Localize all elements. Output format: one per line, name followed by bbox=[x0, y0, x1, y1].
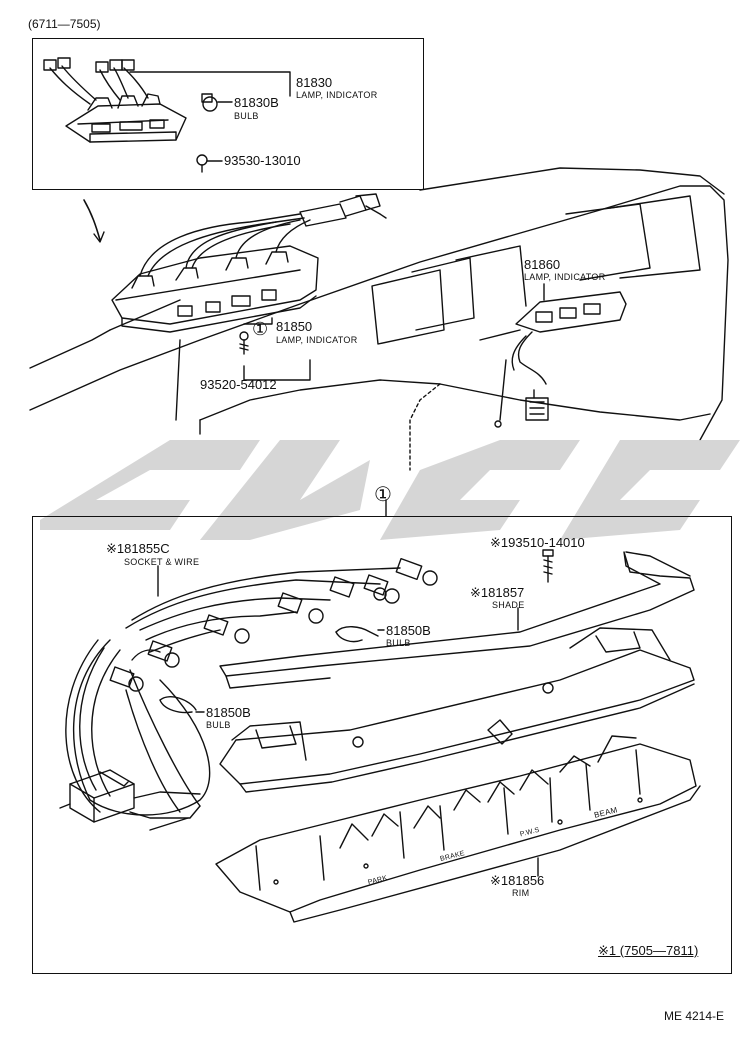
bottom-screw bbox=[542, 549, 554, 583]
part-81850b-2-number: 81850B bbox=[206, 705, 251, 720]
part-81857-name: SHADE bbox=[492, 600, 525, 610]
shade-81857 bbox=[219, 551, 695, 689]
part-81850b-1-number: 81850B bbox=[386, 623, 431, 638]
socket-wire-harness bbox=[59, 557, 438, 831]
part-81850-marker: ① bbox=[252, 319, 269, 339]
inset-bulb bbox=[201, 93, 218, 112]
part-93530-number: 93530-13010 bbox=[224, 153, 301, 168]
part-81850-name: LAMP, INDICATOR bbox=[276, 335, 358, 345]
part-81830b-number: 81830B bbox=[234, 95, 279, 110]
applicability-note: ※1 (7505—7811) bbox=[598, 943, 699, 958]
part-81856-name: RIM bbox=[512, 888, 530, 898]
rim-81856 bbox=[215, 735, 701, 923]
part-81830-name: LAMP, INDICATOR bbox=[296, 90, 378, 100]
part-81850-number: 81850 bbox=[276, 319, 313, 334]
dash-callout: ① bbox=[374, 484, 392, 506]
part-81830-number: 81830 bbox=[296, 75, 333, 90]
dashboard-outline bbox=[29, 167, 729, 471]
watermark-logo bbox=[40, 440, 740, 540]
dash-screw bbox=[239, 331, 311, 381]
part-81857-number: ※181857 bbox=[470, 585, 525, 600]
part-81855c-number: ※181855C bbox=[106, 541, 170, 556]
part-93520-number: 93520-54012 bbox=[200, 377, 277, 392]
part-93510-number: ※193510-14010 bbox=[490, 535, 585, 550]
housing bbox=[219, 627, 695, 793]
part-81850b-1-name: BULB bbox=[386, 638, 411, 648]
part-81860-name: LAMP, INDICATOR bbox=[524, 272, 606, 282]
diagram-code: ME 4214-E bbox=[664, 1009, 725, 1023]
part-81830b-name: BULB bbox=[234, 111, 259, 121]
dash-lamp-81850 bbox=[111, 193, 387, 333]
inset-screw bbox=[196, 154, 208, 173]
part-81856-number: ※181856 bbox=[490, 873, 545, 888]
inset-lamp-assembly bbox=[43, 57, 187, 143]
dash-lamp-81860 bbox=[494, 283, 627, 428]
part-81855c-name: SOCKET & WIRE bbox=[124, 557, 200, 567]
part-81860-number: 81860 bbox=[524, 257, 561, 272]
part-81850b-2-name: BULB bbox=[206, 720, 231, 730]
detail-box bbox=[32, 516, 732, 974]
bottom-bulb-1 bbox=[335, 626, 379, 643]
inset-box bbox=[32, 38, 424, 190]
inset-range-label: (6711—7505) bbox=[28, 17, 101, 31]
bottom-bulb-2 bbox=[159, 696, 197, 714]
